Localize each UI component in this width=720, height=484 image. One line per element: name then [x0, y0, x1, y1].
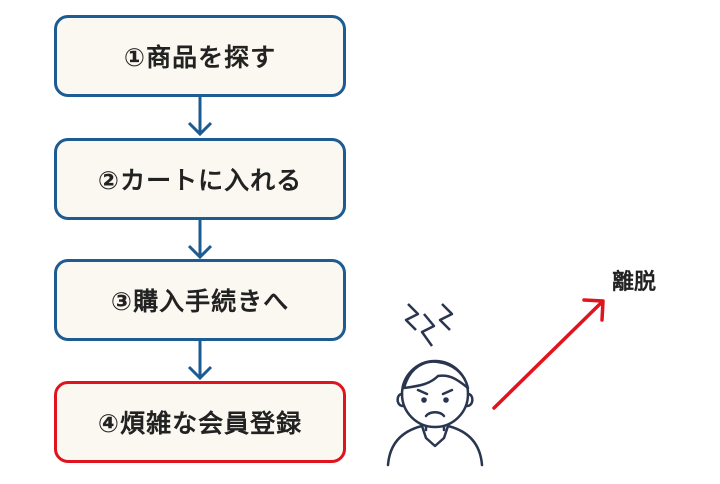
step-1-find-product: ①商品を探す	[54, 15, 346, 97]
arrow-down-icon	[187, 220, 213, 260]
outcome-label-abandonment: 離脱	[612, 270, 657, 295]
step-2-add-to-cart: ②カートに入れる	[54, 138, 346, 220]
step-4-label: ④煩雑な会員登録	[97, 409, 303, 438]
step-3-label: ③購入手続きへ	[110, 287, 290, 316]
step-2-label: ②カートに入れる	[97, 166, 303, 195]
frustrated-person-icon	[386, 303, 484, 467]
arrow-up-right-icon	[492, 298, 605, 410]
stress-lines-icon	[404, 303, 454, 347]
arrow-down-icon	[187, 341, 213, 381]
step-3-checkout: ③購入手続きへ	[54, 259, 346, 341]
step-4-member-registration: ④煩雑な会員登録	[54, 381, 346, 463]
arrow-down-icon	[187, 97, 213, 137]
step-1-label: ①商品を探す	[123, 43, 277, 72]
